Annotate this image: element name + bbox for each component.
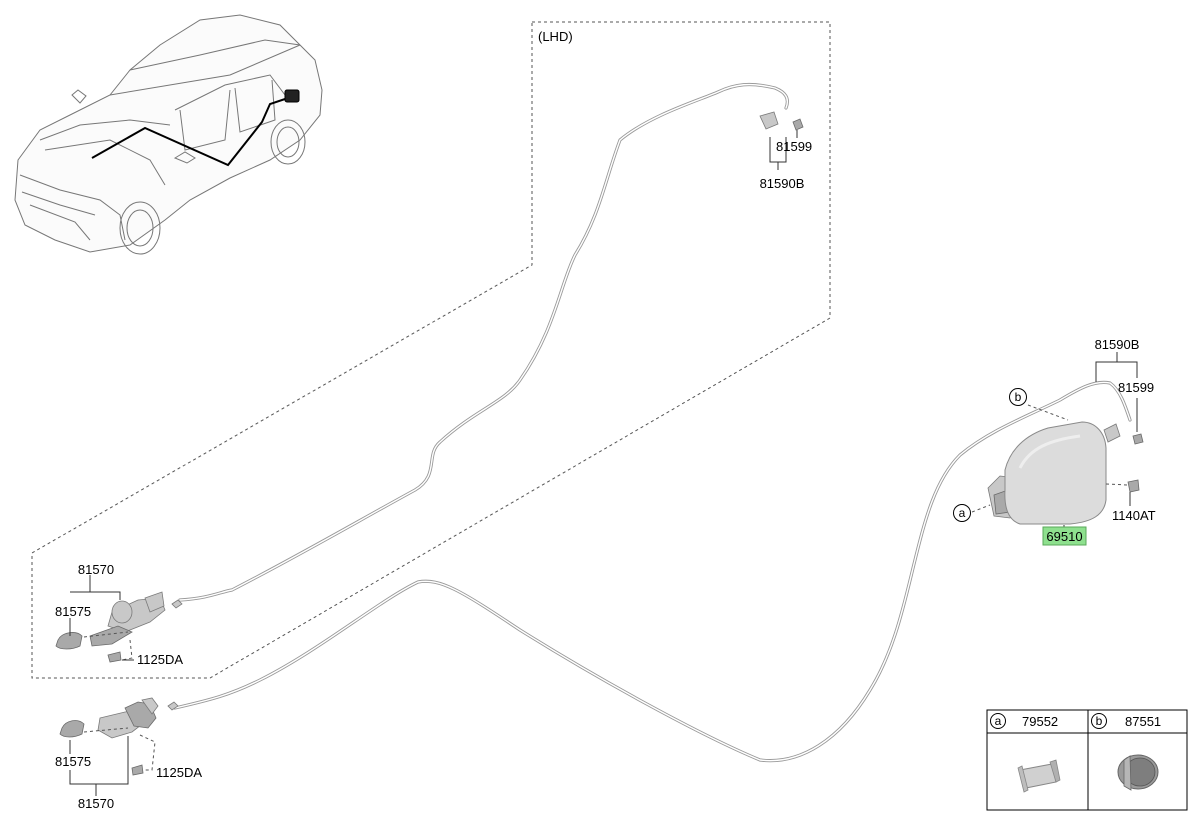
fuel-door-location-marker — [284, 89, 300, 103]
lhd-top-label-81599: 81599 — [776, 139, 812, 154]
fuel-door-label-1140at: 1140AT — [1112, 508, 1156, 523]
bumper-87551-image — [1117, 754, 1159, 791]
highlighted-part-69510: 69510 — [1042, 526, 1087, 546]
callout-b-letter: b — [1015, 390, 1022, 404]
legend-b-letter: b — [1096, 714, 1103, 728]
lhd-release-cable — [178, 82, 789, 602]
legend-a-part: 79552 — [1022, 714, 1058, 729]
lhd-region-label: (LHD) — [538, 29, 573, 44]
lhd-lever-label-1125da: 1125DA — [137, 652, 183, 667]
callout-a: a — [953, 504, 971, 522]
rhd-release-cable — [173, 380, 1132, 763]
rhd-lever-label-81575: 81575 — [55, 754, 91, 769]
rhd-lever-assembly — [59, 697, 179, 796]
callout-a-letter: a — [959, 506, 966, 520]
vehicle-illustration — [14, 14, 323, 255]
rhd-lever-label-81570: 81570 — [78, 796, 114, 811]
highlight-label-69510: 69510 — [1046, 529, 1082, 544]
lhd-region-border — [31, 21, 831, 679]
rhd-lever-label-1125da: 1125DA — [156, 765, 202, 780]
fuel-door-label-81590b: 81590B — [1095, 337, 1140, 352]
clip-79552-image — [1017, 759, 1061, 793]
callout-b: b — [1009, 388, 1027, 406]
lhd-lever-label-81575: 81575 — [55, 604, 91, 619]
fuel-door-panel — [1004, 421, 1107, 525]
lhd-top-label-81590b: 81590B — [760, 176, 805, 191]
legend-b-part: 87551 — [1125, 714, 1161, 729]
legend-table: a 79552 b 87551 — [986, 709, 1188, 811]
lhd-lever-label-81570: 81570 — [78, 562, 114, 577]
fuel-door-label-81599: 81599 — [1118, 380, 1154, 395]
legend-a-letter: a — [995, 714, 1002, 728]
fuel-door-assembly — [971, 352, 1144, 528]
lhd-lever-assembly — [55, 575, 183, 663]
lhd-cable-end-assembly — [759, 111, 804, 170]
